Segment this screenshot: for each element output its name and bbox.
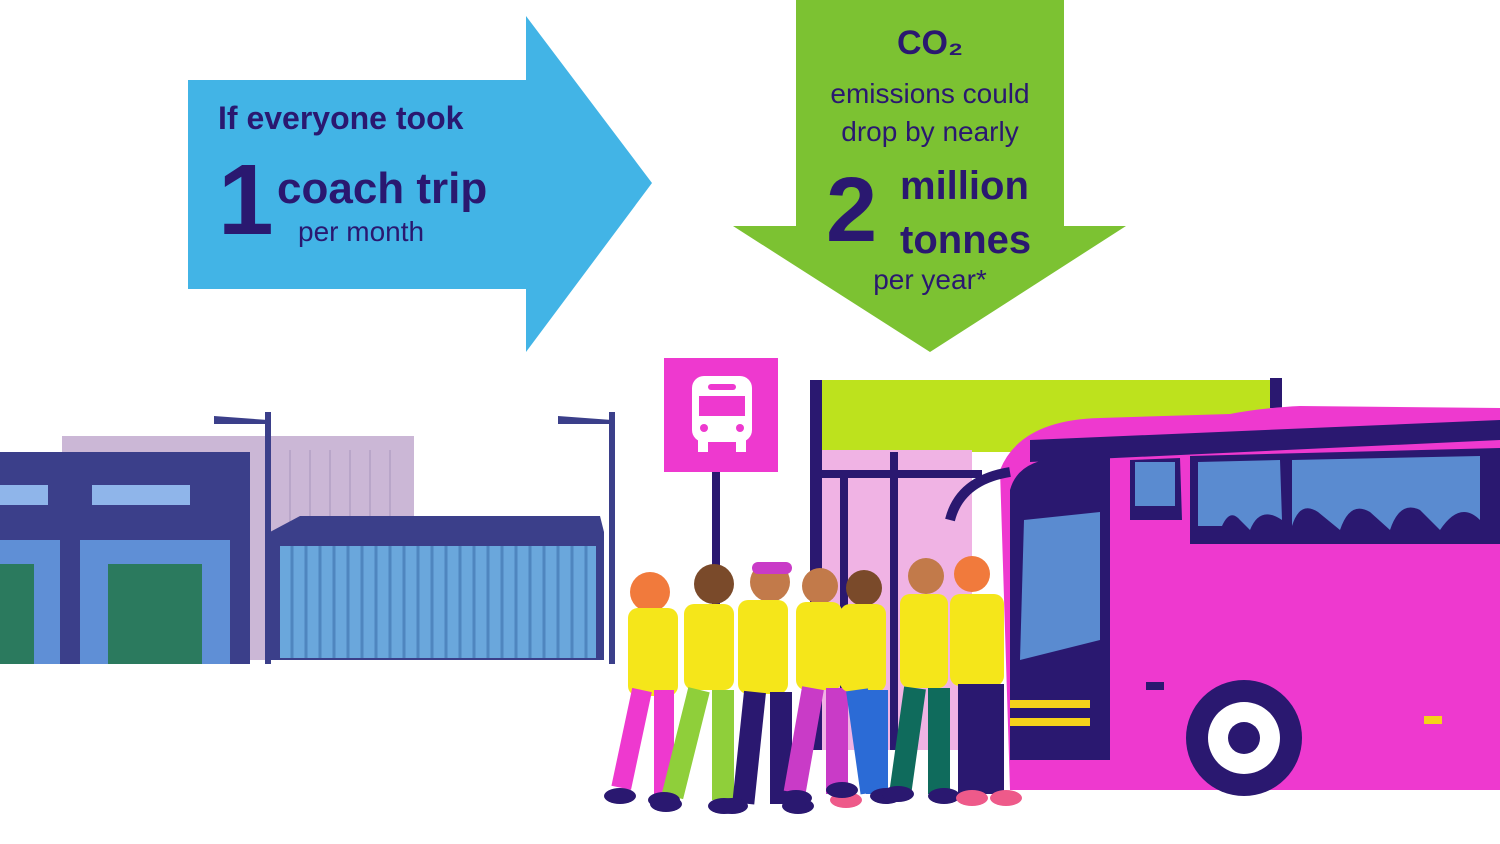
green-arrow-line2: drop by nearly bbox=[841, 116, 1019, 147]
green-arrow-unit-line2: tonnes bbox=[900, 218, 1032, 262]
roller-door bbox=[0, 564, 34, 664]
green-arrow-unit-line1: million bbox=[900, 164, 1029, 208]
green-arrow bbox=[733, 0, 1126, 352]
green-arrow-period: per year* bbox=[873, 264, 987, 295]
commuters-group bbox=[604, 556, 1022, 814]
blue-arrow-line1: If everyone took bbox=[218, 100, 464, 136]
blue-arrow-unit: coach trip bbox=[277, 164, 488, 213]
street-lamp bbox=[214, 412, 615, 664]
bus-stop-icon bbox=[692, 376, 752, 452]
blue-arrow bbox=[188, 16, 652, 352]
coach-bus bbox=[945, 406, 1500, 796]
blue-arrow-period: per month bbox=[298, 216, 425, 247]
blue-arrow-number: 1 bbox=[218, 144, 274, 256]
green-arrow-heading: CO₂ bbox=[896, 24, 964, 62]
green-arrow-number: 2 bbox=[826, 159, 878, 261]
roller-door bbox=[108, 564, 202, 664]
green-arrow-line1: emissions could bbox=[830, 78, 1030, 109]
